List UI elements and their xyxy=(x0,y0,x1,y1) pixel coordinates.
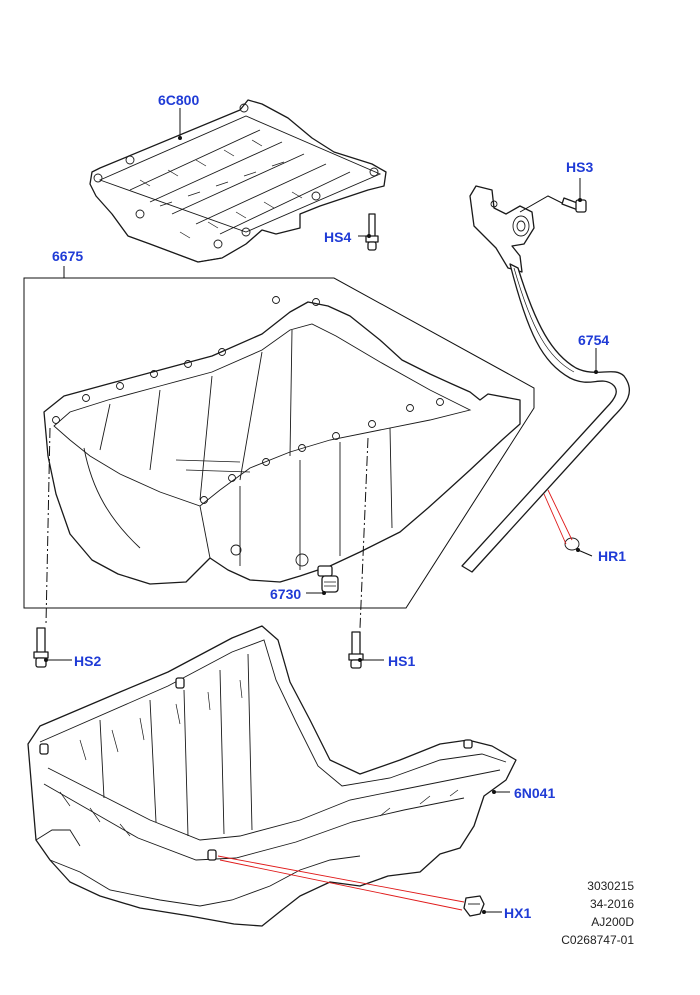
baffle-tray-drawing xyxy=(89,99,387,263)
leader-dot-6c800 xyxy=(178,136,182,140)
hr1-oring-drawing xyxy=(543,489,593,557)
oil-pan-drawing xyxy=(23,266,535,629)
part-label-hs1: HS1 xyxy=(388,653,416,669)
hs2-bolt-drawing xyxy=(33,627,72,668)
hx1-clip-drawing xyxy=(217,855,502,917)
drain-plug-drawing xyxy=(306,565,339,595)
part-label-6n041: 6N041 xyxy=(514,785,556,801)
reference-engine: AJ200D xyxy=(591,915,634,929)
hs1-bolt-drawing xyxy=(348,631,384,669)
part-label-hr1: HR1 xyxy=(598,548,627,564)
part-label-6675: 6675 xyxy=(52,248,84,264)
part-label-hx1: HX1 xyxy=(504,905,532,921)
lower-shield-drawing xyxy=(27,625,517,927)
part-label-hs4: HS4 xyxy=(324,229,352,245)
leader-dot-6754 xyxy=(594,370,598,374)
reference-date: 34-2016 xyxy=(589,897,634,911)
part-label-hs3: HS3 xyxy=(566,159,594,175)
hs3-bolt-drawing xyxy=(561,178,587,213)
part-label-6754: 6754 xyxy=(578,332,610,348)
part-label-6730: 6730 xyxy=(270,586,302,602)
part-label-6c800: 6C800 xyxy=(158,92,200,108)
hs4-bolt-drawing xyxy=(358,213,379,251)
reference-code: C0268747-01 xyxy=(561,933,634,947)
reference-number: 3030215 xyxy=(587,879,634,893)
dipstick-tube-drawing xyxy=(461,185,630,573)
part-label-hs2: HS2 xyxy=(74,653,102,669)
